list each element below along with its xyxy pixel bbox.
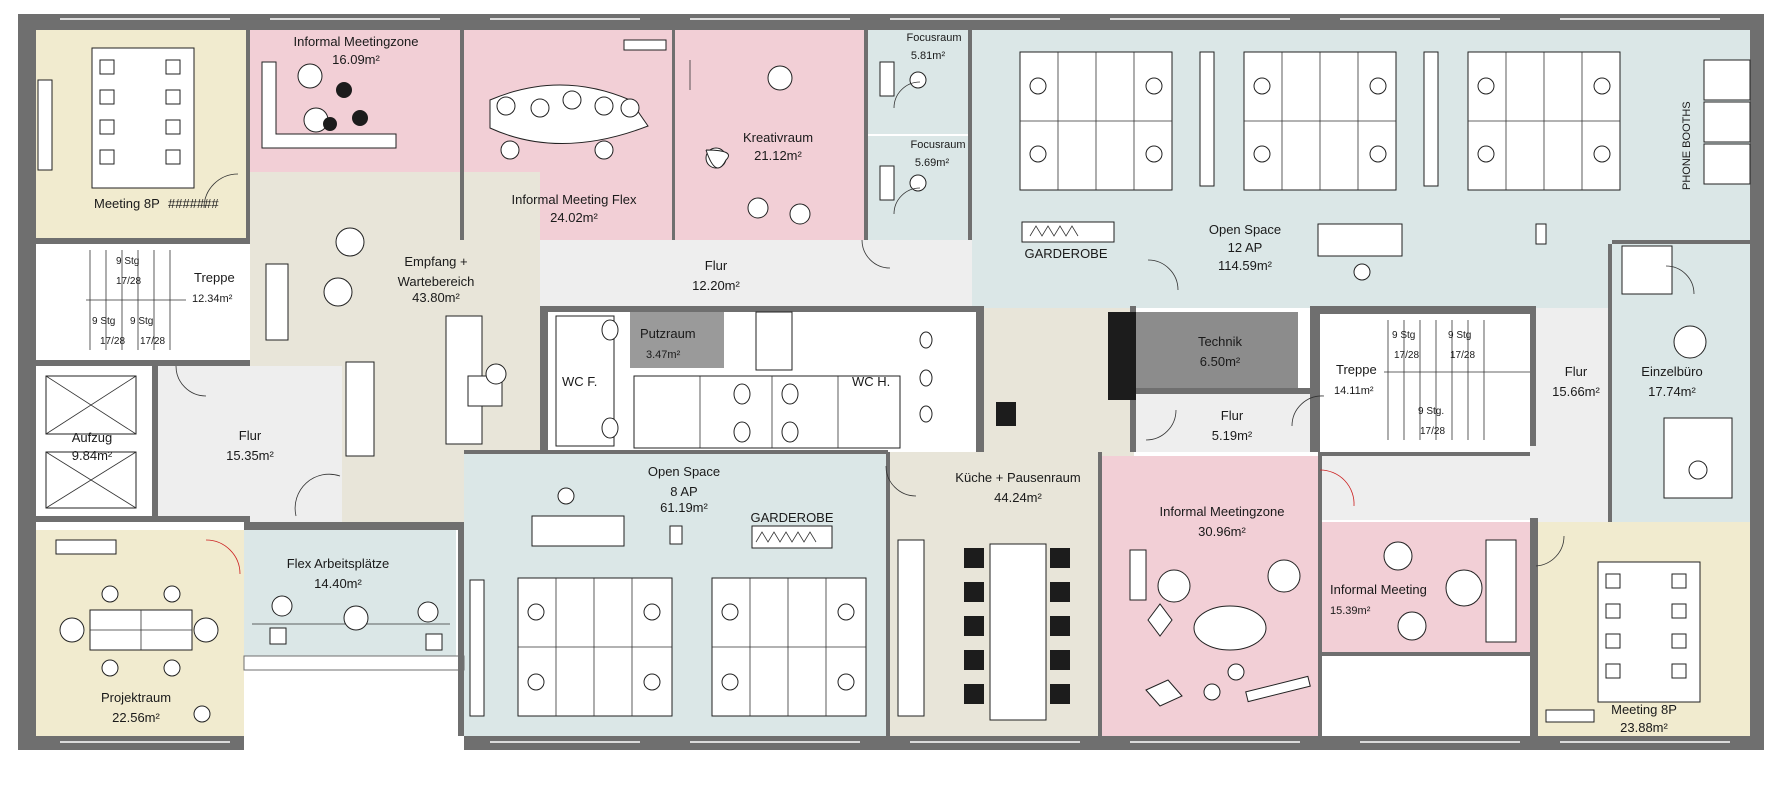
label-treppe-right-name: Treppe bbox=[1336, 362, 1377, 377]
label-focusraum-1-name: Focusraum bbox=[906, 32, 961, 44]
room-flur-mid bbox=[1320, 452, 1530, 520]
label-garderobe-bottom: GARDEROBE bbox=[750, 510, 833, 525]
label-empfang-name1: Empfang + bbox=[404, 254, 467, 269]
windows bbox=[60, 18, 1730, 743]
room-technik bbox=[1134, 312, 1298, 388]
label-kreativraum-name: Kreativraum bbox=[743, 130, 813, 145]
label-treppe-left-stg3: 9 Stg bbox=[130, 316, 153, 327]
label-technik-name: Technik bbox=[1198, 334, 1243, 349]
room-flur-left bbox=[158, 366, 342, 522]
furniture bbox=[37, 39, 1751, 723]
label-projektraum-name: Projektraum bbox=[101, 690, 171, 705]
label-meeting8p-bottom-area: 23.88m² bbox=[1620, 720, 1668, 735]
label-flur-right-name: Flur bbox=[1565, 364, 1588, 379]
label-empfang-name2: Wartebereich bbox=[398, 274, 475, 289]
label-wc-h: WC H. bbox=[852, 374, 890, 389]
label-einzelbuero-area: 17.74m² bbox=[1648, 384, 1696, 399]
label-treppe-right-step3: 17/28 bbox=[1420, 426, 1445, 437]
label-treppe-right-area: 14.11m² bbox=[1334, 385, 1374, 397]
label-treppe-left-stg1: 9 Stg bbox=[116, 256, 139, 267]
label-treppe-right-stg1: 9 Stg bbox=[1392, 330, 1415, 341]
label-flur-top-name: Flur bbox=[705, 258, 728, 273]
label-garderobe-top: GARDEROBE bbox=[1024, 246, 1107, 261]
label-treppe-left-step2: 17/28 bbox=[100, 336, 125, 347]
room-flur-top bbox=[540, 240, 972, 308]
label-flur-top-area: 12.20m² bbox=[692, 278, 740, 293]
room-labels: Meeting 8P ####### Informal Meetingzone … bbox=[72, 32, 1703, 735]
label-flex-arbeitsplaetze-area: 14.40m² bbox=[314, 576, 362, 591]
label-projektraum-area: 22.56m² bbox=[112, 710, 160, 725]
label-technik-area: 6.50m² bbox=[1200, 354, 1241, 369]
label-aufzug-name: Aufzug bbox=[72, 430, 112, 445]
label-treppe-left-step1: 17/28 bbox=[116, 276, 141, 287]
label-treppe-left-step3: 17/28 bbox=[140, 336, 165, 347]
label-focusraum-2-name: Focusraum bbox=[910, 139, 965, 151]
label-aufzug-area: 9.84m² bbox=[72, 448, 113, 463]
room-treppe-right bbox=[1320, 316, 1530, 444]
label-open-space-top-seats: 12 AP bbox=[1228, 240, 1263, 255]
label-flur-left-name: Flur bbox=[239, 428, 262, 443]
label-open-space-top-name: Open Space bbox=[1209, 222, 1281, 237]
label-open-space-bottom-seats: 8 AP bbox=[670, 484, 697, 499]
label-putzraum-area: 3.47m² bbox=[646, 349, 681, 361]
label-treppe-left-name: Treppe bbox=[194, 270, 235, 285]
room-putzraum bbox=[630, 312, 724, 368]
label-informal-meetingzone-top-area: 16.09m² bbox=[332, 52, 380, 67]
label-open-space-bottom-name: Open Space bbox=[648, 464, 720, 479]
label-informal-meeting-area: 15.39m² bbox=[1330, 605, 1371, 617]
label-focusraum-1-area: 5.81m² bbox=[911, 50, 946, 62]
label-flur-small-name: Flur bbox=[1221, 408, 1244, 423]
label-flur-small-area: 5.19m² bbox=[1212, 428, 1253, 443]
label-treppe-left-stg2: 9 Stg bbox=[92, 316, 115, 327]
label-informal-meeting-flex-area: 24.02m² bbox=[550, 210, 598, 225]
label-flur-left-area: 15.35m² bbox=[226, 448, 274, 463]
room-kreativraum bbox=[674, 30, 864, 240]
label-meeting8p-bottom-name: Meeting 8P bbox=[1611, 702, 1677, 717]
label-treppe-left-area: 12.34m² bbox=[192, 293, 233, 305]
label-einzelbuero-name: Einzelbüro bbox=[1641, 364, 1702, 379]
label-informal-meeting-name: Informal Meeting bbox=[1330, 582, 1427, 597]
label-informal-meeting-flex-name: Informal Meeting Flex bbox=[512, 192, 637, 207]
label-treppe-right-step1: 17/28 bbox=[1394, 350, 1419, 361]
label-putzraum-name: Putzraum bbox=[640, 326, 696, 341]
room-flur-right bbox=[1530, 308, 1610, 522]
room-flur-small bbox=[1134, 394, 1314, 452]
label-wc-f: WC F. bbox=[562, 374, 597, 389]
label-informal-meetingzone-bottom-name: Informal Meetingzone bbox=[1159, 504, 1284, 519]
label-kueche-name: Küche + Pausenraum bbox=[955, 470, 1080, 485]
label-open-space-top-area: 114.59m² bbox=[1218, 258, 1273, 273]
label-treppe-right-stg2: 9 Stg bbox=[1448, 330, 1471, 341]
label-phone-booths: PHONE BOOTHS bbox=[1681, 101, 1693, 190]
label-empfang-area: 43.80m² bbox=[412, 290, 460, 305]
label-flur-right-area: 15.66m² bbox=[1552, 384, 1600, 399]
label-treppe-right-stg3: 9 Stg. bbox=[1418, 406, 1444, 417]
label-informal-meetingzone-top-name: Informal Meetingzone bbox=[293, 34, 418, 49]
room-treppe-left bbox=[36, 242, 246, 360]
label-open-space-bottom-area: 61.19m² bbox=[660, 500, 708, 515]
label-treppe-right-step2: 17/28 bbox=[1450, 350, 1475, 361]
label-flex-arbeitsplaetze-name: Flex Arbeitsplätze bbox=[287, 556, 390, 571]
walls bbox=[18, 14, 1764, 750]
label-meeting8p-top-name: Meeting 8P bbox=[94, 196, 160, 211]
label-informal-meetingzone-bottom-area: 30.96m² bbox=[1198, 524, 1246, 539]
label-kreativraum-area: 21.12m² bbox=[754, 148, 802, 163]
doors bbox=[175, 81, 1695, 575]
label-focusraum-2-area: 5.69m² bbox=[915, 157, 950, 169]
label-kueche-area: 44.24m² bbox=[994, 490, 1042, 505]
label-meeting8p-top-extra: ####### bbox=[168, 196, 219, 211]
